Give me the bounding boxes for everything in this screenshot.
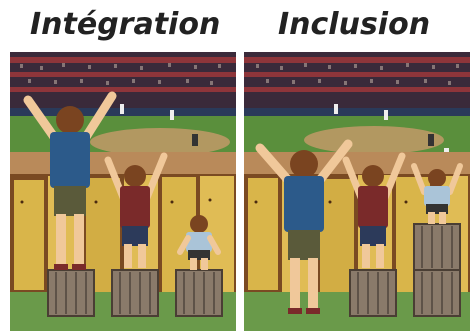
- crate: [47, 269, 95, 317]
- illustration-integration: [10, 52, 236, 331]
- middle-child: [104, 152, 168, 268]
- tall-child: [23, 91, 117, 270]
- middle-child: [342, 152, 406, 268]
- crate: [349, 269, 397, 317]
- crate: [175, 269, 223, 317]
- crate: [413, 223, 461, 271]
- illustration-inclusion: [244, 52, 470, 331]
- panel-title-inclusion: Inclusion: [278, 7, 431, 42]
- crate: [413, 269, 461, 317]
- crate: [111, 269, 159, 317]
- small-child: [411, 163, 463, 224]
- panel-title-integration: Intégration: [30, 7, 221, 42]
- small-child: [177, 215, 221, 270]
- tall-child: [255, 139, 353, 314]
- inclusion-scene: [244, 52, 470, 331]
- integration-scene: [10, 52, 236, 331]
